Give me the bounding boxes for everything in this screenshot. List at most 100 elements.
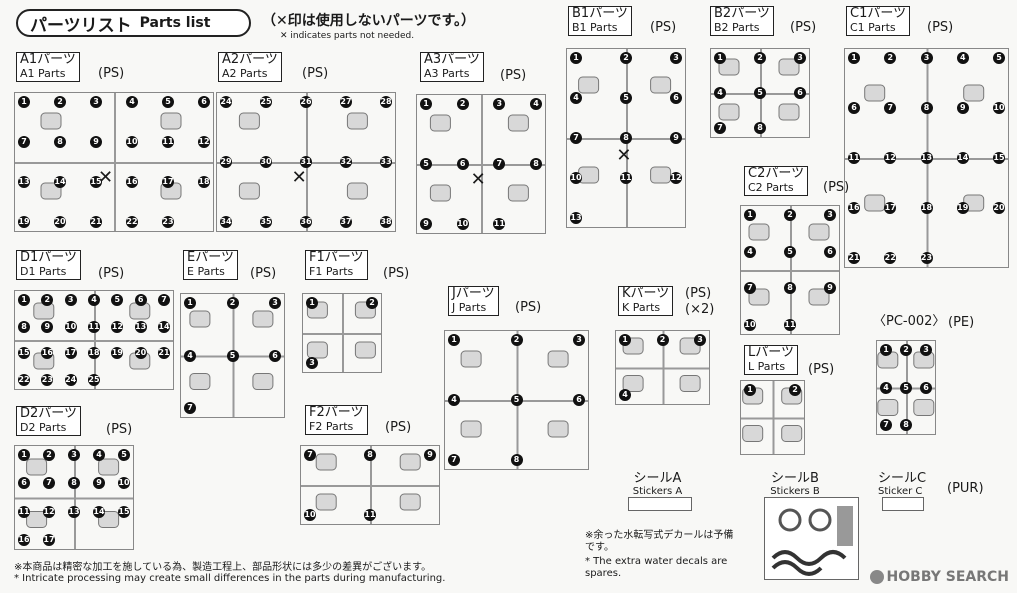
runner-material-f2: (PS) [385,420,412,435]
part-number: 6 [456,158,469,170]
runner-material-c1: (PS) [927,20,954,35]
runner-name-en: C2 Parts [748,181,794,194]
part-number: 18 [920,202,933,214]
unused-note-jp: （✕印は使用しないパーツです。） [262,13,476,29]
part-number: 7 [43,477,55,490]
part-number: 7 [158,294,170,306]
part-number: 6 [269,349,281,362]
runner-name-jp: Lパーツ [748,345,794,360]
runner-name-jp: F2パーツ [309,405,364,420]
part-number: 28 [380,96,392,108]
part-number: 10 [126,136,138,148]
runner-name-en: F1 Parts [309,265,354,278]
runner-sprue-drawing [845,49,1008,267]
unused-part-mark: ✕ [291,167,307,188]
part-number: 17 [43,534,55,546]
logo-text: HOBBY SEARCH [886,569,1009,585]
runner-name-jp: B2パーツ [714,6,770,21]
runner-material-l: (PS) [808,362,835,377]
part-number: 4 [448,394,460,406]
hobby-search-logo: HOBBY SEARCH [869,569,1009,585]
part-number: 19 [111,347,124,360]
part-number: 12 [198,136,210,148]
part-number: 1 [619,334,631,346]
runner-material-b1: (PS) [650,20,677,35]
sticker-a-jp: シールA [633,471,682,486]
runner-name-jp: Jパーツ [452,286,495,301]
runner-frame-c1 [844,48,1009,268]
part-number: 7 [304,449,316,461]
part-number: 23 [162,216,174,228]
part-number: 24 [220,96,232,108]
part-number: 4 [744,245,756,258]
part-number: 24 [64,374,77,386]
runner-name-jp: F1パーツ [309,250,364,265]
part-number: 36 [300,216,312,228]
part-number: 10 [744,319,756,331]
part-number: 12 [884,152,897,164]
part-number: 6 [824,245,836,258]
part-number: 2 [366,297,378,309]
part-number: 21 [158,347,170,360]
part-number: 3 [306,357,318,369]
runner-material-k: (PS) [685,286,712,301]
footer-note-jp: ※本商品は精密な加工を施している為、製造工程上、部品形状には多少の差異がございま… [14,562,432,573]
part-number: 4 [880,381,892,394]
part-number: 8 [920,102,933,114]
part-number: 9 [93,477,105,490]
part-number: 20 [993,202,1005,214]
part-number: 22 [884,252,897,264]
part-number: 15 [118,505,130,518]
part-number: 2 [754,52,766,64]
part-number: 20 [134,347,147,360]
part-number: 15 [90,176,102,188]
part-number: 4 [530,98,542,110]
part-number: 9 [670,132,682,144]
part-number: 5 [111,294,124,306]
part-number: 23 [41,374,54,386]
unused-part-mark: ✕ [470,169,486,190]
title-en: Parts list [139,15,211,31]
part-number: 2 [900,344,912,356]
part-number: 5 [754,87,766,99]
part-number: 3 [493,98,506,110]
part-number: 3 [920,52,933,64]
part-number: 16 [41,347,54,360]
part-number: 12 [43,505,55,518]
runner-material-e: (PS) [250,266,277,281]
runner-material-pc: (PE) [948,315,975,330]
part-number: 4 [93,449,105,461]
part-number: 8 [754,122,766,134]
part-number: 8 [54,136,66,148]
runner-name-en: B1 Parts [572,21,618,34]
runner-name-en: J Parts [452,301,487,314]
part-number: 29 [220,156,232,168]
part-number: 1 [848,52,860,64]
runner-name-en: D2 Parts [20,421,67,434]
runner-frame-a1 [14,92,214,232]
part-number: 35 [260,216,272,228]
part-number: 8 [510,454,523,466]
part-number: 14 [158,320,170,333]
part-number: 18 [88,347,100,360]
part-number: 1 [184,297,196,309]
part-number: 11 [364,509,376,521]
footer-note-en: * Intricate processing may create small … [14,573,446,584]
part-number: 6 [848,102,860,114]
part-number: 15 [993,152,1005,164]
part-number: 7 [570,132,582,144]
part-number: 2 [456,98,469,110]
part-number: 6 [920,381,932,394]
sticker-c-en: Sticker C [878,486,923,497]
sticker-a-title: シールA Stickers A [625,467,690,497]
part-number: 2 [43,449,55,461]
part-number: 16 [18,534,30,546]
runner-sprue-drawing [15,446,133,549]
part-number: 6 [198,96,210,108]
runner-name-jp: Kパーツ [622,286,670,301]
part-number: 16 [848,202,860,214]
part-number: 37 [340,216,352,228]
